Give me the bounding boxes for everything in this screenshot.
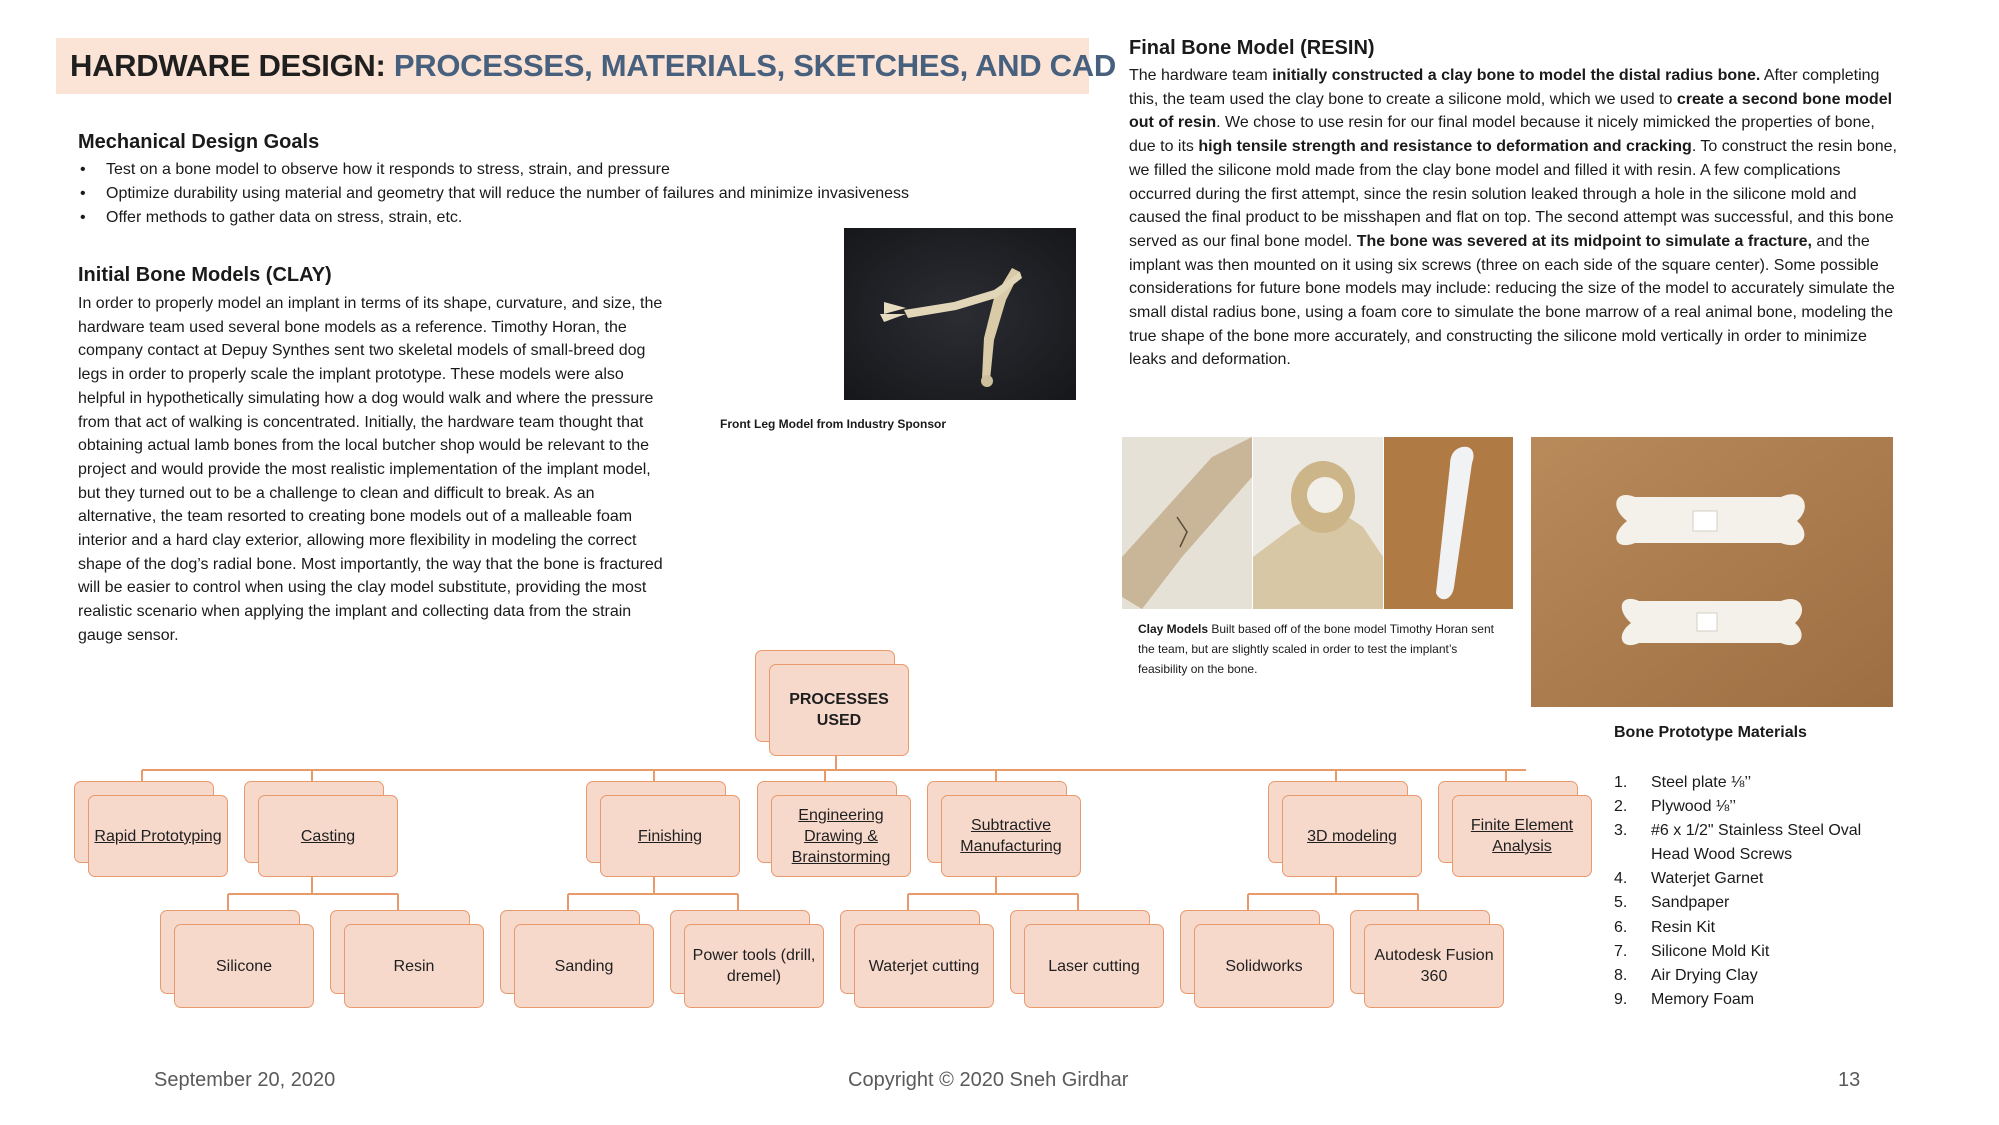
chart-node-laser-cutting: Laser cutting xyxy=(1010,910,1165,1008)
chart-node-label: Power tools (drill, dremel) xyxy=(692,947,816,985)
material-item: 7. Silicone Mold Kit xyxy=(1614,940,1864,964)
chart-node-resin: Resin xyxy=(330,910,485,1008)
material-item: 9. Memory Foam xyxy=(1614,988,1864,1012)
chart-node-label: 3D modeling xyxy=(1307,827,1397,845)
material-text: Memory Foam xyxy=(1651,990,1755,1008)
chart-node-3d-modeling: 3D modeling xyxy=(1268,781,1423,877)
materials-list: 1. Steel plate ⅛’’ 2. Plywood ⅛’’ 3. #6 x 1… xyxy=(1614,771,1864,1012)
chart-node-label: Engineering Drawing & Brainstorming xyxy=(791,806,891,866)
final-bold-text: The bone was severed at its midpoint to … xyxy=(1356,232,1812,250)
final-bold-text: initially constructed a clay bone to mod… xyxy=(1272,67,1761,84)
front-leg-model-photo xyxy=(844,228,1076,400)
material-number: 1. xyxy=(1614,774,1628,791)
material-item: 4. Waterjet Garnet xyxy=(1614,867,1864,891)
material-number: 3. xyxy=(1614,822,1628,840)
chart-node-label: Finishing xyxy=(637,827,703,845)
material-item: 1. Steel plate ⅛’’ xyxy=(1614,771,1864,795)
chart-node-autodesk-fusion: Autodesk Fusion 360 xyxy=(1350,910,1505,1008)
goal-item: Optimize durability using material and g… xyxy=(78,182,909,206)
clay-caption-bold: Clay Models xyxy=(1138,622,1209,636)
chart-node-label: Casting xyxy=(300,827,356,845)
chart-node-label: Sanding xyxy=(554,957,614,975)
goal-item: Offer methods to gather data on stress, … xyxy=(78,206,909,230)
material-text: Plywood ⅛’’ xyxy=(1651,798,1737,816)
final-heading: Final Bone Model (RESIN) xyxy=(1129,37,1375,59)
materials-heading: Bone Prototype Materials xyxy=(1614,724,1807,741)
chart-node-label: Resin xyxy=(393,957,435,975)
goals-heading: Mechanical Design Goals xyxy=(78,131,320,153)
initial-heading: Initial Bone Models (CLAY) xyxy=(78,264,332,286)
goal-item: Test on a bone model to observe how it r… xyxy=(78,158,909,182)
final-text: . To construct the resin bone, we filled… xyxy=(1129,138,1897,250)
chart-node-label: Rapid Prototyping xyxy=(94,827,222,845)
chart-node-label: Laser cutting xyxy=(1048,957,1140,975)
final-text: . We chose to use resin for our final mo… xyxy=(1129,114,1875,156)
chart-node-subtractive-manufacturing: Subtractive Manufacturing xyxy=(927,781,1082,877)
material-item: 6. Resin Kit xyxy=(1614,916,1864,940)
chart-root-label: PROCESSES USED xyxy=(789,691,889,729)
material-item: 8. Air Drying Clay xyxy=(1614,964,1864,988)
material-number: 5. xyxy=(1614,894,1628,912)
material-item: 5. Sandpaper xyxy=(1614,891,1864,915)
chart-node-label: Finite Element Analysis xyxy=(1470,817,1574,855)
title-prefix: HARDWARE DESIGN: xyxy=(70,48,386,83)
chart-node-rapid-prototyping: Rapid Prototyping xyxy=(74,781,229,877)
chart-node-power-tools: Power tools (drill, dremel) xyxy=(670,910,825,1008)
chart-node-solidworks: Solidworks xyxy=(1180,910,1335,1008)
chart-node-label: Silicone xyxy=(215,957,273,975)
material-text: Steel plate ⅛’’ xyxy=(1651,774,1752,791)
clay-caption-text: Built based off of the bone model Timoth… xyxy=(1138,622,1494,676)
chart-node-label: Waterjet cutting xyxy=(868,957,980,975)
material-number: 9. xyxy=(1614,990,1628,1008)
chart-node-silicone: Silicone xyxy=(160,910,315,1008)
material-text: Resin Kit xyxy=(1651,918,1716,936)
chart-node-label: Autodesk Fusion 360 xyxy=(1374,947,1494,985)
chart-node-waterjet-cutting: Waterjet cutting xyxy=(840,910,995,1008)
final-text: The hardware team xyxy=(1129,67,1273,84)
material-item: 3. #6 x 1/2" Stainless Steel Oval Head Wo… xyxy=(1614,819,1864,867)
chart-node-casting: Casting xyxy=(244,781,399,877)
material-text: #6 x 1/2" Stainless Steel Oval Head Wood… xyxy=(1651,822,1862,864)
final-text: After completing this, the team used the… xyxy=(1129,67,1880,108)
page-title: HARDWARE DESIGN: PROCESSES, MATERIALS, S… xyxy=(70,48,1116,84)
final-bold-text: create a second bone model out of resin xyxy=(1129,90,1893,132)
clay-caption: Clay Models Built based off of the bone … xyxy=(1138,619,1508,679)
clay-bone-photo-1 xyxy=(1122,437,1252,609)
chart-root-node: PROCESSES USED xyxy=(755,650,910,756)
material-number: 2. xyxy=(1614,798,1628,816)
final-bold-text: high tensile strength and resistance to … xyxy=(1198,138,1692,156)
footer-date: September 20, 2020 xyxy=(154,1069,336,1091)
material-number: 7. xyxy=(1614,942,1628,960)
resin-bone-photo xyxy=(1384,437,1513,609)
title-suffix: PROCESSES, MATERIALS, SKETCHES, AND CAD xyxy=(393,48,1116,83)
clay-bone-photo-2 xyxy=(1253,437,1383,609)
title-band xyxy=(56,38,1089,94)
page-number: 13 xyxy=(1838,1069,1861,1091)
chart-node-sanding: Sanding xyxy=(500,910,655,1008)
material-number: 8. xyxy=(1614,966,1628,984)
chart-node-label: Subtractive Manufacturing xyxy=(960,817,1062,855)
chart-node-engineering-drawing: Engineering Drawing & Brainstorming xyxy=(757,781,912,877)
material-number: 6. xyxy=(1614,918,1628,936)
footer-copyright: Copyright © 2020 Sneh Girdhar xyxy=(848,1069,1129,1091)
material-item: 2. Plywood ⅛’’ xyxy=(1614,795,1864,819)
resin-bones-photo xyxy=(1531,437,1893,707)
material-text: Waterjet Garnet xyxy=(1651,870,1764,888)
material-text: Air Drying Clay xyxy=(1651,966,1758,984)
material-text: Silicone Mold Kit xyxy=(1651,942,1770,960)
final-text: and the implant was then mounted on it u… xyxy=(1129,232,1895,369)
chart-node-finite-element-analysis: Finite Element Analysis xyxy=(1438,781,1593,877)
material-text: Sandpaper xyxy=(1651,894,1730,912)
goals-list: Test on a bone model to observe how it r… xyxy=(78,158,909,230)
chart-node-finishing: Finishing xyxy=(586,781,741,877)
initial-body: In order to properly model an implant in… xyxy=(78,295,663,644)
leg-caption: Front Leg Model from Industry Sponsor xyxy=(720,417,946,431)
final-body: The hardware team initially constructed … xyxy=(1129,64,1901,372)
material-number: 4. xyxy=(1614,870,1628,888)
chart-node-label: Solidworks xyxy=(1225,957,1303,975)
